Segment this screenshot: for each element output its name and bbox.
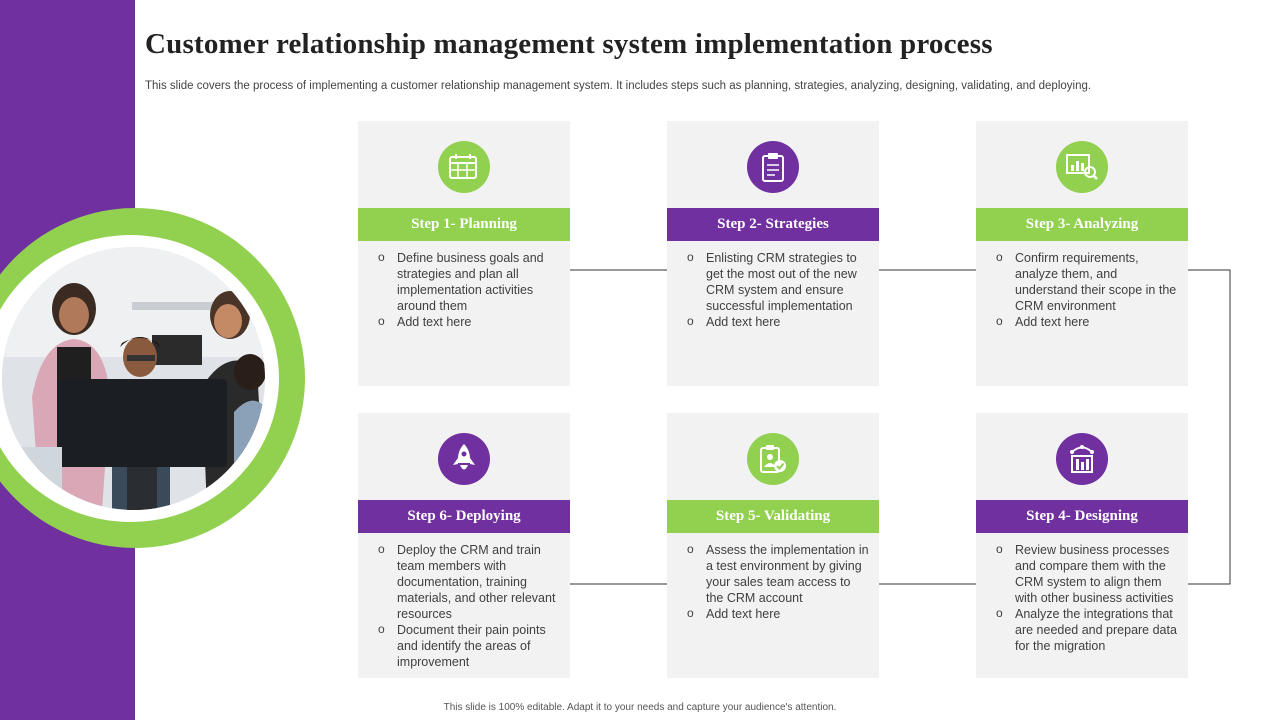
footer-note: This slide is 100% editable. Adapt it to… <box>0 702 1280 713</box>
step-bullets: Enlisting CRM strategies to get the most… <box>685 249 870 330</box>
team-photo-illustration <box>2 247 265 510</box>
rocket-icon <box>438 433 490 485</box>
step-bullets: Confirm requirements, analyze them, and … <box>994 249 1179 330</box>
step-bullets: Deploy the CRM and train team members wi… <box>376 541 561 670</box>
design-tools-icon <box>1056 433 1108 485</box>
step-title: Step 2- Strategies <box>667 208 879 241</box>
step-card-validating: Step 5- Validating Assess the implementa… <box>667 413 879 678</box>
bullet-item: Add text here <box>376 313 561 330</box>
chart-magnifier-icon <box>1056 141 1108 193</box>
step-card-designing: Step 4- Designing Review business proces… <box>976 413 1188 678</box>
page-title: Customer relationship management system … <box>145 28 993 60</box>
bullet-item: Analyze the integrations that are needed… <box>994 605 1179 654</box>
bullet-item: Add text here <box>685 605 870 622</box>
bullet-item: Confirm requirements, analyze them, and … <box>994 249 1179 314</box>
page-subtitle: This slide covers the process of impleme… <box>145 80 1092 92</box>
step-title: Step 3- Analyzing <box>976 208 1188 241</box>
clipboard-icon <box>747 141 799 193</box>
bullet-item: Define business goals and strategies and… <box>376 249 561 314</box>
step-bullets: Review business processes and compare th… <box>994 541 1179 654</box>
team-photo <box>2 247 265 510</box>
footer-text: This slide is 100% editable. Adapt it to… <box>443 702 837 713</box>
bullet-item: Deploy the CRM and train team members wi… <box>376 541 561 622</box>
step-title: Step 6- Deploying <box>358 500 570 533</box>
step-title: Step 1- Planning <box>358 208 570 241</box>
step-card-strategies: Step 2- Strategies Enlisting CRM strateg… <box>667 121 879 386</box>
step-title: Step 5- Validating <box>667 500 879 533</box>
bullet-item: Review business processes and compare th… <box>994 541 1179 606</box>
bullet-item: Add text here <box>685 313 870 330</box>
bullet-item: Enlisting CRM strategies to get the most… <box>685 249 870 314</box>
step-card-analyzing: Step 3- Analyzing Confirm requirements, … <box>976 121 1188 386</box>
bullet-item: Add text here <box>994 313 1179 330</box>
step-card-planning: Step 1- Planning Define business goals a… <box>358 121 570 386</box>
step-title: Step 4- Designing <box>976 500 1188 533</box>
bullet-item: Assess the implementation in a test envi… <box>685 541 870 606</box>
calendar-icon <box>438 141 490 193</box>
badge-check-icon <box>747 433 799 485</box>
bullet-item: Document their pain points and identify … <box>376 621 561 670</box>
step-bullets: Assess the implementation in a test envi… <box>685 541 870 622</box>
step-bullets: Define business goals and strategies and… <box>376 249 561 330</box>
step-card-deploying: Step 6- Deploying Deploy the CRM and tra… <box>358 413 570 678</box>
